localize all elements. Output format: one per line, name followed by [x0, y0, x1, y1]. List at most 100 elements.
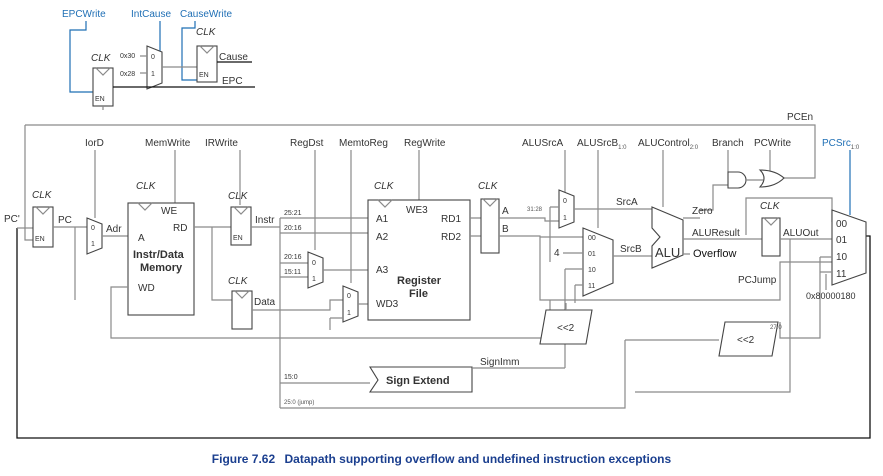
cause-label: Cause [219, 52, 248, 63]
memtoreg-label: MemtoReg [339, 138, 388, 149]
figure-number: Figure 7.62 [211, 452, 276, 466]
reg-wd3: WD3 [376, 299, 399, 310]
ab-registers: CLK A B [478, 181, 832, 301]
sign-extend-label: Sign Extend [386, 375, 450, 387]
bits-27-0: 27:0 [770, 325, 782, 331]
memtoreg-mux-in1: 1 [347, 310, 351, 317]
bits-15-11: 15:11 [284, 269, 301, 276]
alusrca-mux-in1: 1 [563, 215, 567, 222]
mem-a: A [138, 233, 145, 244]
iord-mux-in0: 0 [91, 225, 95, 232]
cause-mux-in0: 0 [151, 54, 155, 61]
alusrcb-mux [582, 227, 614, 297]
reg-a2: A2 [376, 232, 389, 243]
instr-label: Instr [255, 215, 275, 226]
exception-addr-label: 0x80000180 [806, 291, 856, 301]
pcwrite-label: PCWrite [754, 138, 791, 149]
intcause-mux [146, 45, 163, 90]
srcb-label: SrcB [620, 244, 642, 255]
aluout-clk: CLK [760, 201, 781, 212]
ab-clk: CLK [478, 181, 499, 192]
pcsrc-10: 10 [836, 252, 848, 263]
alusrca-mux-in0: 0 [563, 198, 567, 205]
alusrcb-01: 01 [588, 251, 596, 258]
data-clk: CLK [228, 276, 249, 287]
hex28-label: 0x28 [120, 71, 135, 78]
reg-a-label: A [502, 206, 509, 217]
alu [651, 206, 684, 269]
alusrcb-11: 11 [588, 283, 595, 290]
srca-label: SrcA [616, 197, 638, 208]
ab-register [480, 198, 500, 254]
or-gate [758, 169, 785, 188]
register-file [367, 199, 471, 321]
bits-25-21: 25:21 [284, 210, 302, 217]
alucontrol-label: ALUControl2:0 [638, 138, 699, 151]
mem-clk: CLK [136, 181, 157, 192]
alusrcb-10: 10 [588, 267, 596, 274]
regwrite-label: RegWrite [404, 138, 446, 149]
epc-en: EN [95, 96, 105, 103]
pc-prime-label: PC' [4, 214, 20, 225]
iord-mux [86, 217, 103, 255]
figure-caption: Figure 7.62 Datapath supporting overflow… [0, 452, 883, 466]
memory-title-1: Instr/Data [133, 249, 185, 261]
mem-rd: RD [173, 223, 187, 234]
memtoreg-mux [342, 285, 359, 323]
reg-a3: A3 [376, 265, 389, 276]
pcsrc-label: PCSrc1:0 [822, 138, 860, 151]
cause-en: EN [199, 72, 209, 79]
shift-signimm-label: <<2 [557, 323, 575, 334]
data-label: Data [254, 297, 276, 308]
alusrca-mux [558, 189, 575, 229]
regdst-label: RegDst [290, 138, 324, 149]
pcsrc-11: 11 [836, 269, 847, 280]
reg-clk: CLK [374, 181, 395, 192]
branch-label: Branch [712, 138, 744, 149]
memory-title-2: Memory [140, 262, 183, 274]
bits-20-16-a: 20:16 [284, 225, 302, 232]
pcen-label: PCEn [787, 112, 813, 123]
alusrcb-label: ALUSrcB1:0 [577, 138, 627, 151]
irwrite-label: IRWrite [205, 138, 238, 149]
alu-label: ALU [655, 245, 680, 260]
alusrca-label: ALUSrcA [522, 138, 563, 149]
regdst-mux-in1: 1 [312, 276, 316, 283]
instr-register-group: CLK EN Instr 25:21 20:16 20:16 15:11 15:… [228, 191, 626, 409]
zero-label: Zero [692, 206, 713, 217]
reg-rd2: RD2 [441, 232, 461, 243]
cause-register [196, 45, 218, 83]
instr-data-memory [127, 202, 195, 316]
memtoreg-mux-in0: 0 [347, 293, 351, 300]
regfile-title-2: File [409, 288, 428, 300]
exception-registers: EPCWrite IntCause CauseWrite 0 1 0x30 0x… [62, 9, 255, 110]
and-gate [727, 171, 747, 189]
bits-31-28: 31:28 [527, 207, 543, 213]
instr-register [230, 206, 252, 246]
data-register [231, 290, 253, 330]
epc-label: EPC [222, 76, 243, 87]
reg-b-label: B [502, 224, 509, 235]
alusrcb-00: 00 [588, 235, 596, 242]
regdst-mux [307, 251, 324, 289]
mem-we: WE [161, 206, 177, 217]
regfile-title-1: Register [397, 275, 442, 287]
iord-mux-in1: 1 [91, 241, 95, 248]
four-label: 4 [554, 248, 560, 259]
aluout-register [761, 217, 781, 257]
pcsrc-01: 01 [836, 235, 848, 246]
register-file-group: CLK WE3 A1 A2 A3 WD3 RD1 RD2 Register Fi… [367, 181, 481, 321]
intcause-label: IntCause [131, 9, 171, 20]
bits-20-16-b: 20:16 [284, 254, 302, 261]
shift-left-jump [718, 321, 779, 357]
reg-we3: WE3 [406, 205, 428, 216]
causewrite-label: CauseWrite [180, 9, 232, 20]
data-register-group: CLK Data [228, 276, 343, 330]
pcjump-label: PCJump [738, 275, 777, 286]
bits-15-0: 15:0 [284, 374, 298, 381]
regdst-mux-in0: 0 [312, 260, 316, 267]
hex30-label: 0x30 [120, 53, 135, 60]
control-signals: IorD MemWrite IRWrite RegDst MemtoReg Re… [85, 112, 860, 151]
shift-left-signimm [539, 309, 593, 345]
pc-clk: CLK [32, 190, 53, 201]
